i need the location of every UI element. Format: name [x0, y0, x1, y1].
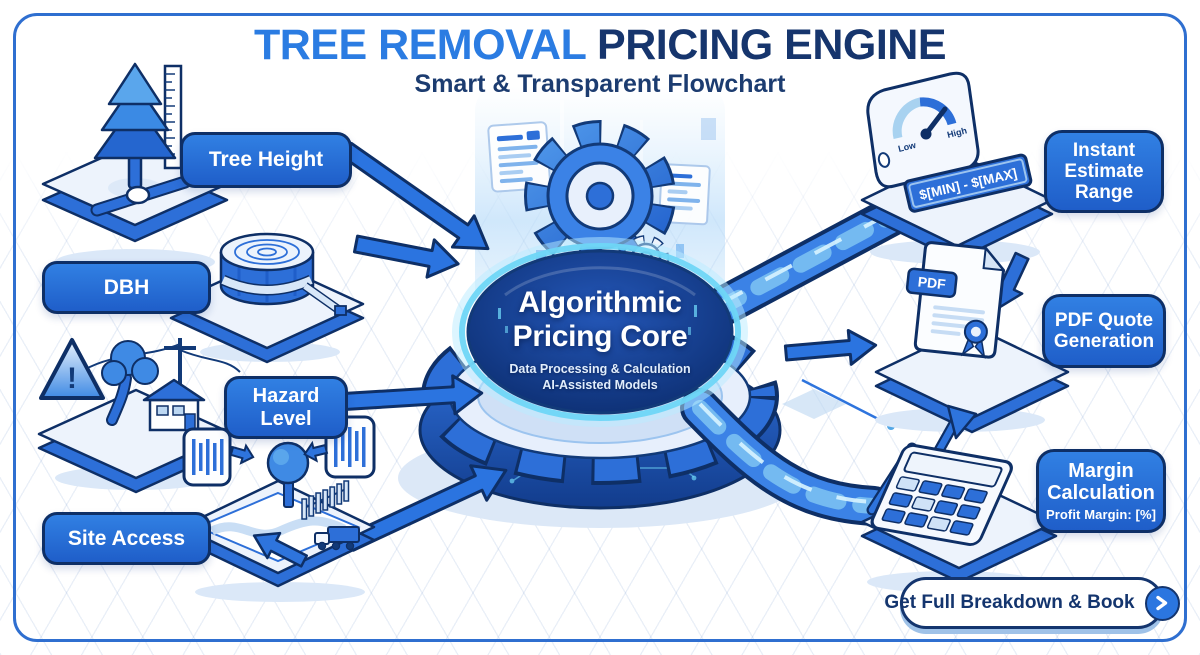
pdf-document-icon: PDF — [874, 241, 1070, 434]
label-pdf-quote-generation: PDF Quote Generation — [1042, 294, 1166, 368]
gauge-high-label: High — [946, 125, 968, 140]
label-hazard-level-text: Hazard Level — [252, 385, 320, 430]
arrow-hazard — [334, 374, 484, 416]
get-full-breakdown-button[interactable]: Get Full Breakdown & Book — [884, 577, 1180, 629]
pdf-badge-tab — [905, 267, 958, 299]
label-site-access: Site Access — [42, 512, 211, 565]
label-hazard-level: Hazard Level — [224, 376, 348, 439]
calculator-icon — [870, 443, 1013, 546]
pdf-page: PDF — [905, 241, 1006, 360]
gauge-low-label: Low — [897, 140, 918, 154]
height-slider — [90, 175, 192, 217]
chevron-right-icon — [1144, 585, 1180, 621]
code-card-left-icon — [487, 121, 552, 193]
stump-tape-measure-icon — [169, 232, 365, 364]
label-dbh: DBH — [42, 261, 211, 314]
decor-line — [801, 378, 889, 426]
ribbon-badge-icon — [960, 319, 988, 360]
map-road — [209, 516, 347, 539]
round-tree-icon — [266, 441, 310, 508]
title-subtitle: Smart & Transparent Flowchart — [414, 70, 786, 98]
arrow-tree-height — [340, 141, 490, 251]
label-tree-height-text: Tree Height — [208, 148, 324, 172]
stump-icon — [219, 232, 315, 306]
label-profit-margin-text: Profit Margin: [%] — [1045, 506, 1157, 522]
label-instant-estimate-text: Instant Estimate Range — [1064, 139, 1144, 204]
arrow-pdf — [783, 328, 878, 366]
label-dbh-text: DBH — [103, 275, 150, 299]
arrow-dbh — [352, 234, 460, 279]
label-instant-estimate-range: Instant Estimate Range — [1044, 130, 1164, 213]
label-pdf-quote-text: PDF Quote Generation — [1053, 309, 1155, 352]
label-site-access-text: Site Access — [67, 526, 186, 550]
svg-text:!: ! — [67, 362, 77, 395]
data-pipe-margin — [680, 388, 894, 526]
cta-label: Get Full Breakdown & Book — [884, 592, 1135, 613]
map-arrow-icon — [252, 531, 308, 568]
map-fence-truck-icon — [180, 415, 376, 588]
gate-tag-left-icon — [182, 427, 255, 487]
label-margin-calculation: Margin Calculation Profit Margin: [%] — [1036, 449, 1166, 533]
title-secondary: PRICING ENGINE — [585, 21, 947, 69]
pdf-badge-label: PDF — [917, 273, 947, 292]
tree-ruler-slider-icon — [41, 62, 229, 243]
tape-measure-icon — [220, 274, 347, 316]
calculator-growth-icon — [860, 404, 1058, 584]
page-title: TREE REMOVAL PRICING ENGINE Smart & Tran… — [0, 22, 1200, 99]
title-primary: TREE REMOVAL — [253, 21, 586, 69]
algorithmic-core — [452, 237, 748, 427]
leaning-tree-icon — [101, 340, 159, 426]
decor-iso-patch — [782, 389, 846, 419]
flow-arrows — [334, 141, 878, 552]
warning-triangle-icon: ! — [39, 338, 105, 400]
truck-icon — [314, 526, 360, 551]
label-tree-height: Tree Height — [180, 132, 352, 188]
pine-tree-icon — [93, 62, 177, 190]
gauge-plate: Low High — [866, 71, 980, 189]
gauge-icon: Low High $[MIN] - $[MAX] — [860, 71, 1054, 262]
title-line: TREE REMOVAL PRICING ENGINE — [0, 22, 1200, 68]
house-icon — [142, 378, 206, 432]
label-margin-calculation-text: Margin Calculation — [1047, 459, 1155, 505]
data-pipe-estimate — [696, 196, 912, 330]
fence-icon — [301, 480, 350, 520]
